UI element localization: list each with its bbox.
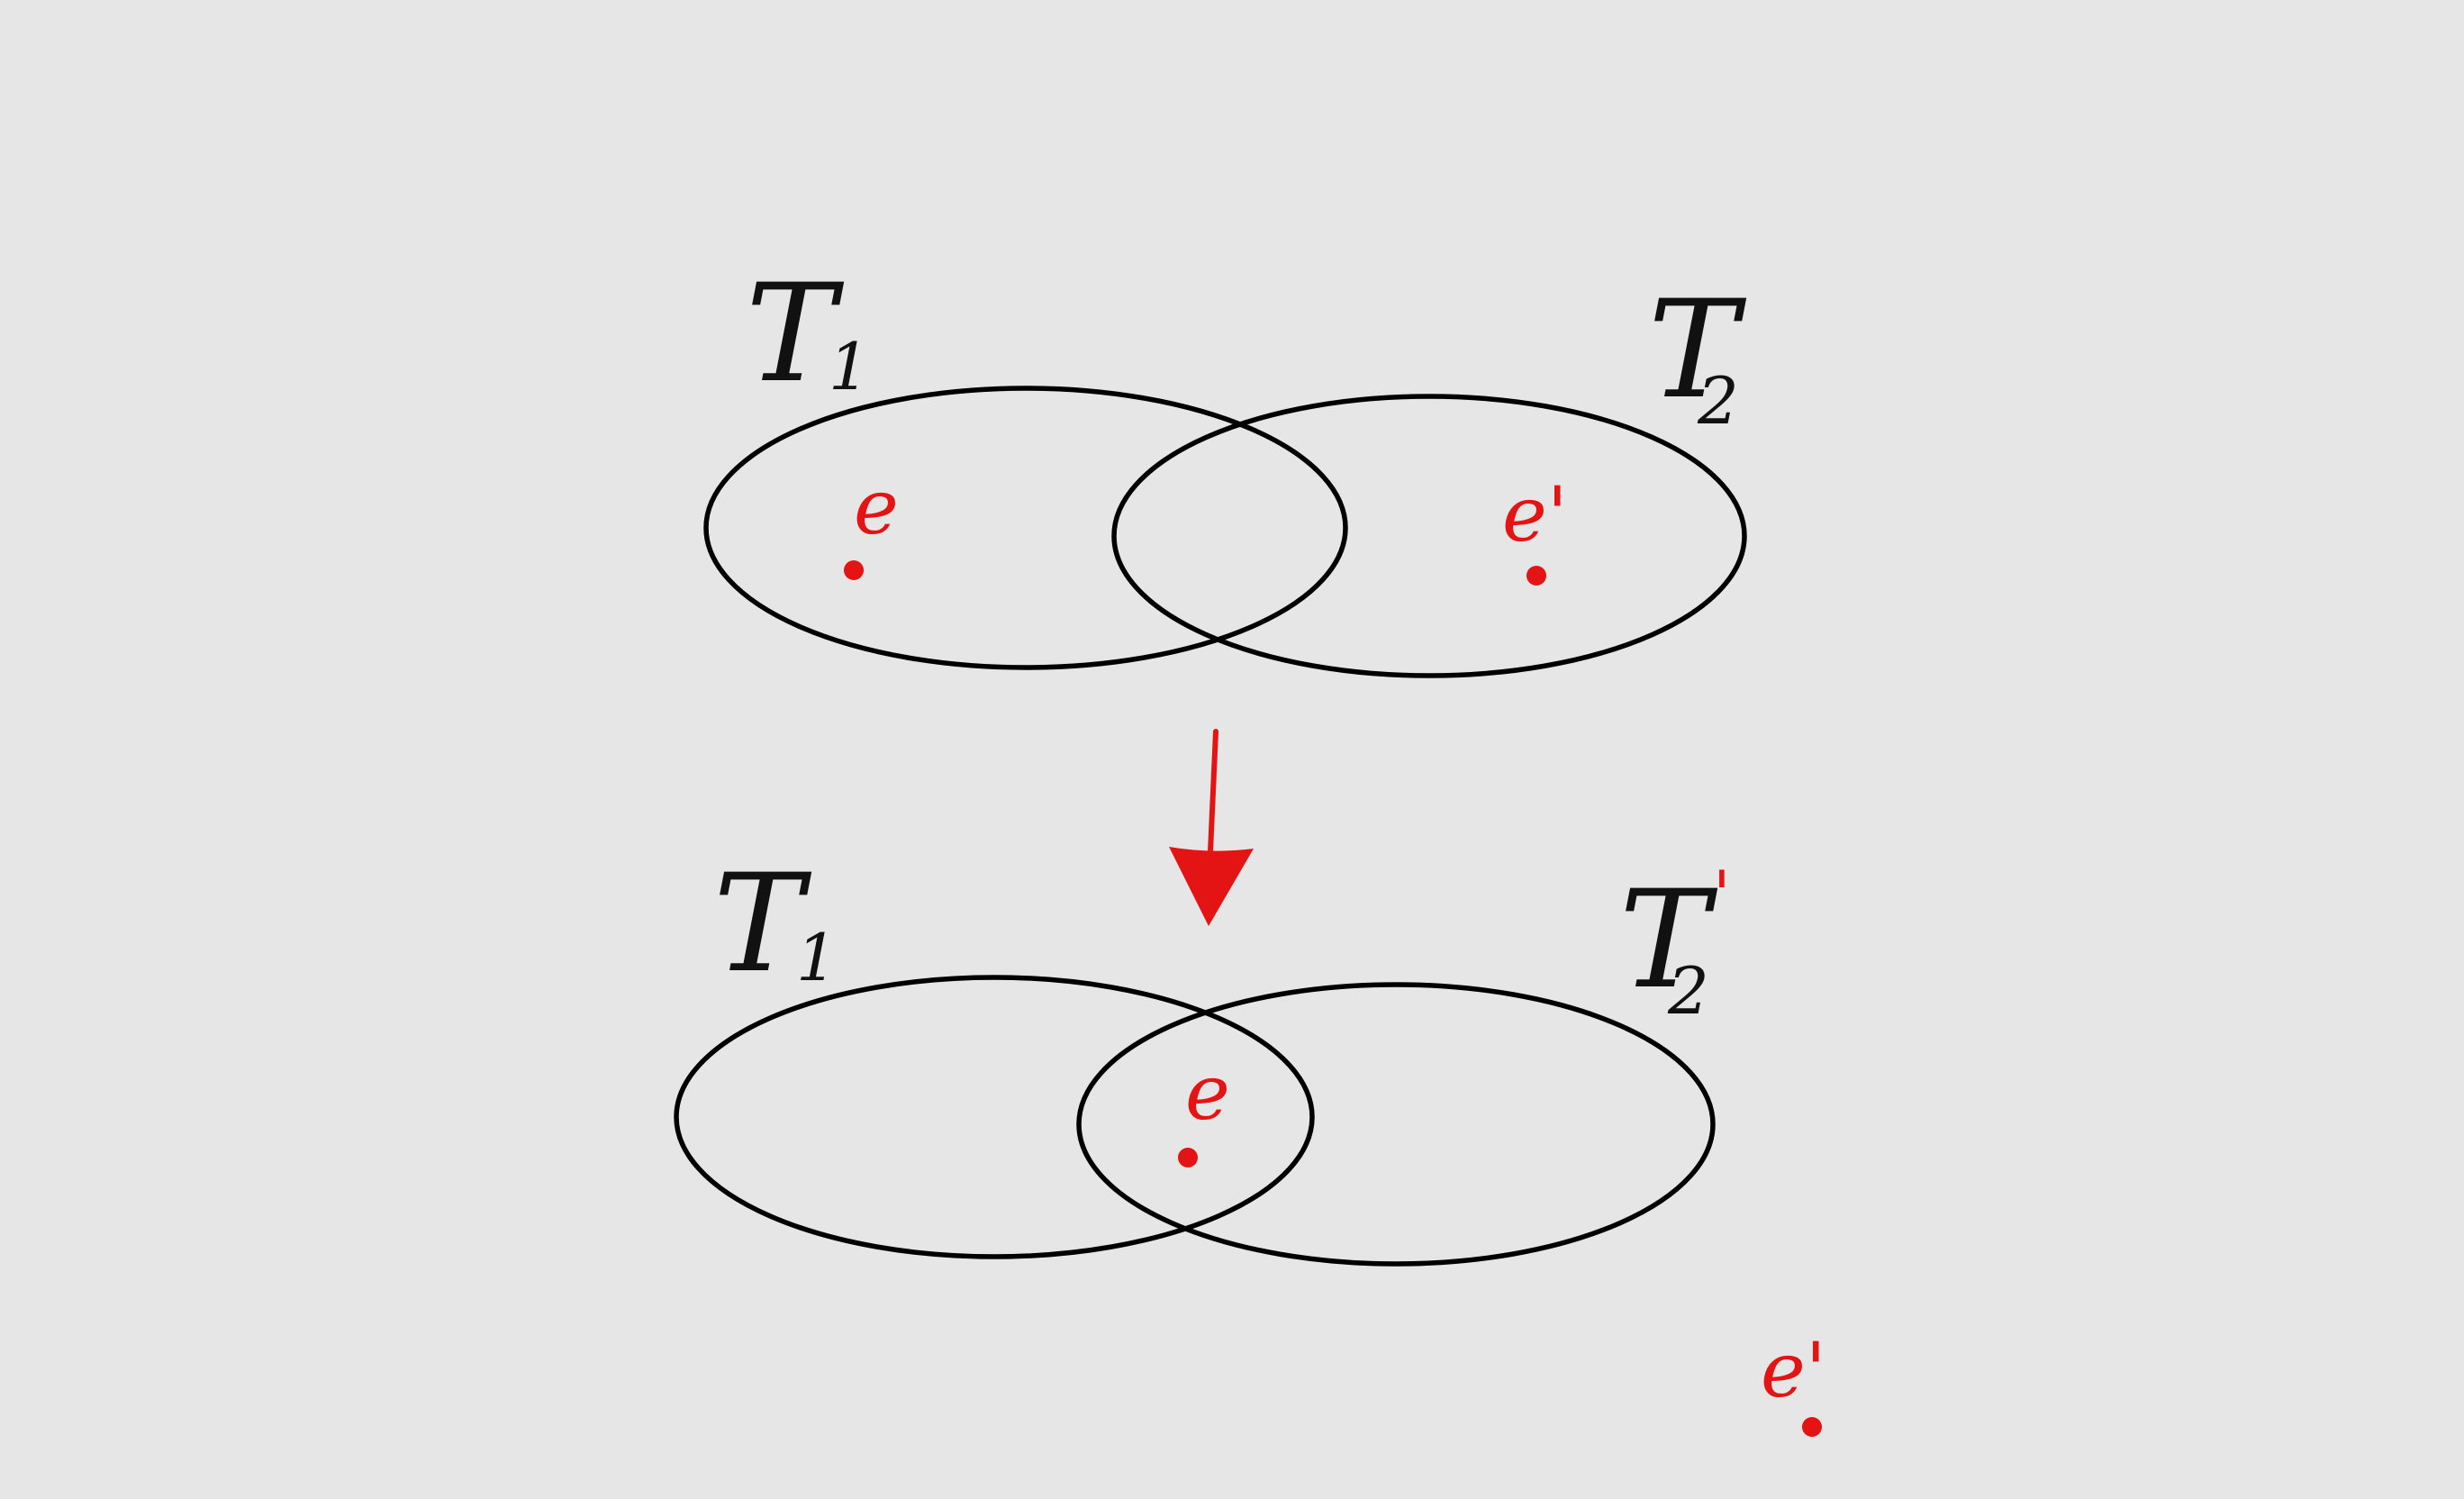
element-e-point-before — [844, 560, 864, 580]
set-t2-label-after: T — [1619, 862, 1718, 1019]
set-t2-subscript-before: 2 — [1697, 363, 1739, 439]
set-t1-ellipse-after — [674, 975, 1315, 1259]
set-t1-label-before: T — [746, 256, 845, 413]
element-e-prime-point-after — [1802, 1417, 1822, 1437]
set-t2-ellipse-after — [1076, 982, 1716, 1267]
arrow-head — [1169, 847, 1254, 926]
element-e-label-after: e — [1185, 1049, 1230, 1137]
set-t1-subscript-after: 1 — [796, 920, 838, 995]
set-t1-ellipse-before — [703, 386, 1348, 670]
after-diagram: T 1 T 2 ' e e' — [674, 846, 1826, 1437]
set-t2-label-before: T — [1648, 272, 1747, 429]
element-e-prime-label-after: e' — [1761, 1326, 1826, 1414]
arrow-shaft — [1208, 729, 1218, 854]
element-e-prime-point-before — [1526, 566, 1546, 586]
element-e-prime-label-before: e' — [1502, 470, 1568, 559]
element-e-point-after — [1178, 1148, 1198, 1167]
set-t2-ellipse-before — [1111, 394, 1747, 678]
set-t1-subscript-before: 1 — [829, 329, 870, 404]
before-diagram: T 1 T 2 e e' — [703, 256, 1747, 678]
element-e-label-before: e — [854, 463, 899, 551]
transition-arrow — [1169, 729, 1254, 926]
set-t2-subscript-after: 2 — [1667, 953, 1709, 1029]
set-t2-prime-after: ' — [1713, 857, 1731, 932]
set-t1-label-after: T — [713, 846, 812, 1003]
